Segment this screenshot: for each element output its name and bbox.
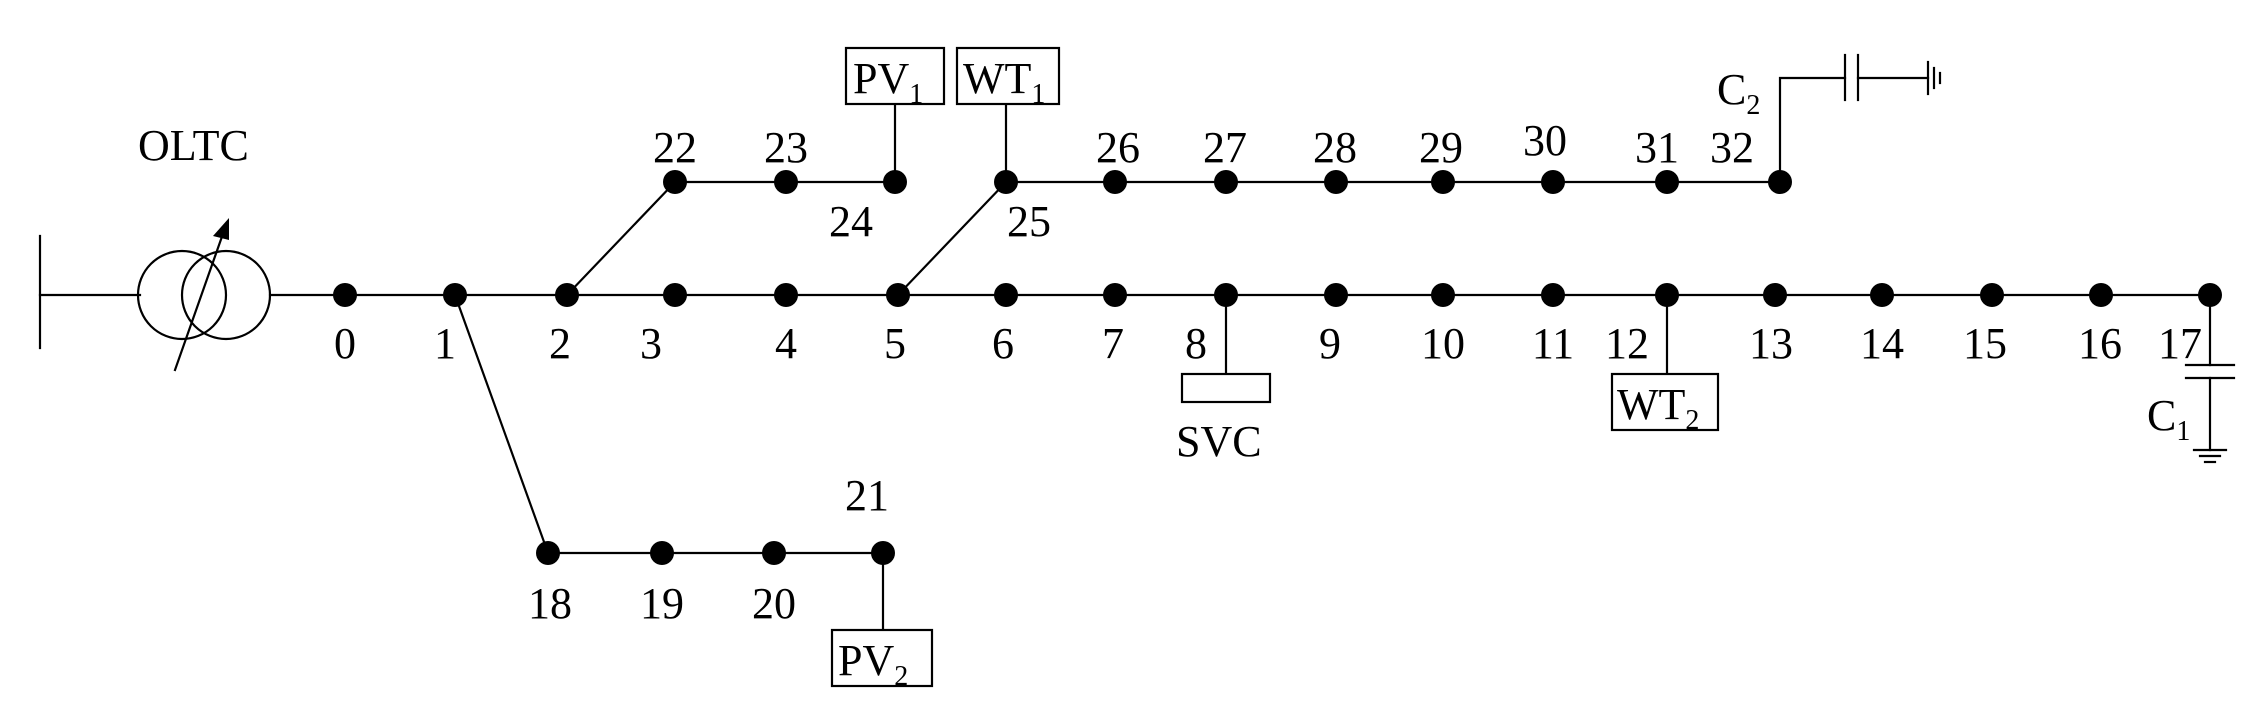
bus-label-0: 0 [334, 319, 356, 368]
bus-node-15 [1980, 283, 2004, 307]
bus-label-11: 11 [1532, 319, 1574, 368]
bus-node-16 [2089, 283, 2113, 307]
c1-label: C1 [2147, 391, 2190, 447]
bus-label-28: 28 [1313, 123, 1357, 172]
bus-label-20: 20 [752, 579, 796, 628]
bus-label-12: 12 [1605, 319, 1649, 368]
bus-label-10: 10 [1421, 319, 1465, 368]
bus-label-8: 8 [1185, 319, 1207, 368]
bus-node-24 [883, 170, 907, 194]
bus-node-3 [663, 283, 687, 307]
bus-label-5: 5 [884, 319, 906, 368]
bus-label-3: 3 [640, 319, 662, 368]
svg-text:WT1: WT1 [963, 54, 1045, 110]
pv1-box: PV1 [844, 46, 946, 110]
bus-node-20 [762, 541, 786, 565]
svg-text:PV1: PV1 [853, 54, 923, 110]
bus-label-14: 14 [1860, 319, 1904, 368]
c2-label: C2 [1717, 65, 1760, 121]
c2-capacitor-icon [1843, 53, 1942, 102]
bus-node-29 [1431, 170, 1455, 194]
bus-node-7 [1103, 283, 1127, 307]
svg-text:WT2: WT2 [1617, 380, 1699, 436]
bus-label-15: 15 [1963, 319, 2007, 368]
bus-nodes [333, 170, 2222, 565]
bus-node-28 [1324, 170, 1348, 194]
bus-node-26 [1103, 170, 1127, 194]
bus-node-25 [994, 170, 1018, 194]
oltc-transformer [136, 218, 272, 372]
bus-label-21: 21 [845, 471, 889, 520]
bus-label-24: 24 [829, 197, 873, 246]
bus-label-7: 7 [1102, 319, 1124, 368]
wt1-box: WT1 [955, 46, 1061, 110]
bus-label-26: 26 [1096, 123, 1140, 172]
bus-label-30: 30 [1523, 116, 1567, 165]
bus-node-21 [871, 541, 895, 565]
svc-label: SVC [1176, 417, 1262, 466]
bus-node-19 [650, 541, 674, 565]
c2-connection [1778, 76, 1847, 184]
bus-node-6 [994, 283, 1018, 307]
bus-node-10 [1431, 283, 1455, 307]
bus-label-18: 18 [528, 579, 572, 628]
bus-label-32: 32 [1710, 123, 1754, 172]
svc-box [1180, 372, 1272, 404]
bus-label-17: 17 [2158, 319, 2202, 368]
bus-label-23: 23 [764, 123, 808, 172]
bus-label-16: 16 [2078, 319, 2122, 368]
bus-node-1 [443, 283, 467, 307]
bus-node-32 [1768, 170, 1792, 194]
bus-node-11 [1541, 283, 1565, 307]
bus-label-27: 27 [1203, 123, 1247, 172]
bus-label-4: 4 [775, 319, 797, 368]
bus-node-23 [774, 170, 798, 194]
bus-label-13: 13 [1749, 319, 1793, 368]
bus-node-22 [663, 170, 687, 194]
bus-node-2 [555, 283, 579, 307]
svg-text:PV2: PV2 [838, 636, 908, 692]
bus-node-9 [1324, 283, 1348, 307]
bus-node-8 [1214, 283, 1238, 307]
bus-node-14 [1870, 283, 1894, 307]
bus-node-4 [774, 283, 798, 307]
bus-label-19: 19 [640, 579, 684, 628]
bus-node-5 [886, 283, 910, 307]
lateral-line-1-18 [453, 293, 550, 555]
bus-node-30 [1541, 170, 1565, 194]
bus-label-31: 31 [1635, 123, 1679, 172]
wt2-box: WT2 [1610, 372, 1720, 436]
bus-node-17 [2198, 283, 2222, 307]
lateral-line-5-25 [896, 180, 1008, 297]
bus-label-9: 9 [1319, 319, 1341, 368]
bus-node-18 [536, 541, 560, 565]
pv2-box: PV2 [830, 628, 934, 692]
bus-label-22: 22 [653, 123, 697, 172]
bus-node-13 [1763, 283, 1787, 307]
oltc-label: OLTC [138, 121, 249, 170]
bus-label-6: 6 [992, 319, 1014, 368]
lateral-line-2-22 [565, 180, 677, 297]
bus-label-29: 29 [1419, 123, 1463, 172]
bus-node-31 [1655, 170, 1679, 194]
bus-node-12 [1655, 283, 1679, 307]
bus-label-2: 2 [549, 319, 571, 368]
bus-node-0 [333, 283, 357, 307]
c1-capacitor-icon [2184, 363, 2236, 464]
bus-label-25: 25 [1007, 197, 1051, 246]
bus-label-1: 1 [434, 319, 456, 368]
bus-node-27 [1214, 170, 1238, 194]
